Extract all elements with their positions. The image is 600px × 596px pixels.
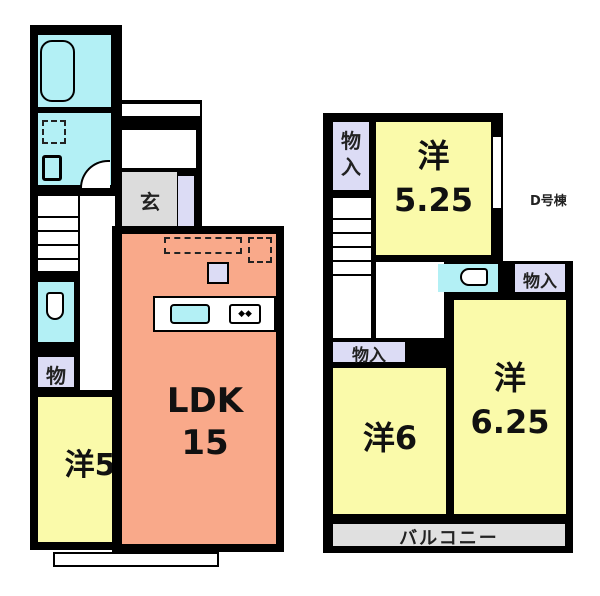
room-size: 6.25 xyxy=(470,402,550,441)
western-room-5-25 xyxy=(376,122,491,255)
hallway xyxy=(80,196,115,390)
building-label: D号棟 xyxy=(530,194,567,209)
entrance-door-area xyxy=(122,130,196,168)
balcony-label: バルコニー xyxy=(399,528,499,549)
storage-outline xyxy=(164,237,242,254)
washing-machine-space xyxy=(42,120,66,144)
room-type: LDK xyxy=(166,381,244,421)
room-size: 5.25 xyxy=(394,180,473,219)
entrance-porch xyxy=(122,104,200,118)
entrance-genkan xyxy=(122,172,177,226)
stair-step xyxy=(38,258,78,260)
hallway xyxy=(376,262,444,338)
toilet-icon xyxy=(460,268,488,286)
window-sill xyxy=(53,552,219,567)
closet-b xyxy=(515,264,565,292)
stair-step xyxy=(38,244,78,246)
toilet-icon xyxy=(46,292,64,320)
closet-c-label: 物入 xyxy=(352,346,386,366)
window xyxy=(491,135,503,210)
stair-step xyxy=(333,218,371,220)
stair-step xyxy=(333,232,371,234)
room-type: 洋 xyxy=(493,359,526,397)
western-room-6-label: 洋6 xyxy=(340,419,440,457)
closet-a xyxy=(333,122,369,190)
exterior-gap xyxy=(503,113,600,261)
room-size: 15 xyxy=(181,422,229,463)
room-size: 5 xyxy=(94,448,116,483)
western-room-6-25 xyxy=(454,300,566,514)
closet-a-label: 物 入 xyxy=(333,128,369,180)
stair-step xyxy=(38,216,78,218)
ldk-lower-left-cut xyxy=(122,388,140,544)
western-room-5-25-label: 洋 5.25 xyxy=(376,137,491,219)
closet-c xyxy=(333,342,405,362)
stair-step xyxy=(333,246,371,248)
bathtub-icon xyxy=(40,40,75,102)
balcony xyxy=(333,524,565,546)
room-type: 洋 xyxy=(64,448,95,483)
label-line: 物 xyxy=(341,129,361,153)
closet-b-label: 物入 xyxy=(523,272,557,292)
room-type: 洋 xyxy=(362,419,395,457)
sink-icon xyxy=(42,155,62,181)
western-room-6-25-label: 洋 6.25 xyxy=(454,359,566,441)
entrance-label: 玄 xyxy=(140,190,160,214)
kitchen-sink-icon xyxy=(170,304,210,324)
ldk-label: LDK 15 xyxy=(150,381,260,463)
ldk-room xyxy=(122,234,276,544)
stair-step xyxy=(333,260,371,262)
label-line: 入 xyxy=(341,155,361,179)
western-room-5-label: 洋5 xyxy=(50,450,130,482)
storage-room xyxy=(38,357,74,387)
stairs xyxy=(333,198,371,338)
fridge-space xyxy=(248,237,272,263)
western-room-6 xyxy=(333,368,446,514)
room-type: 洋 xyxy=(417,137,450,175)
column-icon xyxy=(207,262,229,284)
stove-icon: ◆◆ xyxy=(229,304,261,324)
stair-step xyxy=(38,230,78,232)
stair-step xyxy=(333,274,371,276)
room-size: 6 xyxy=(394,419,418,457)
shoe-closet xyxy=(178,176,194,226)
storage-label: 物 xyxy=(46,364,66,388)
